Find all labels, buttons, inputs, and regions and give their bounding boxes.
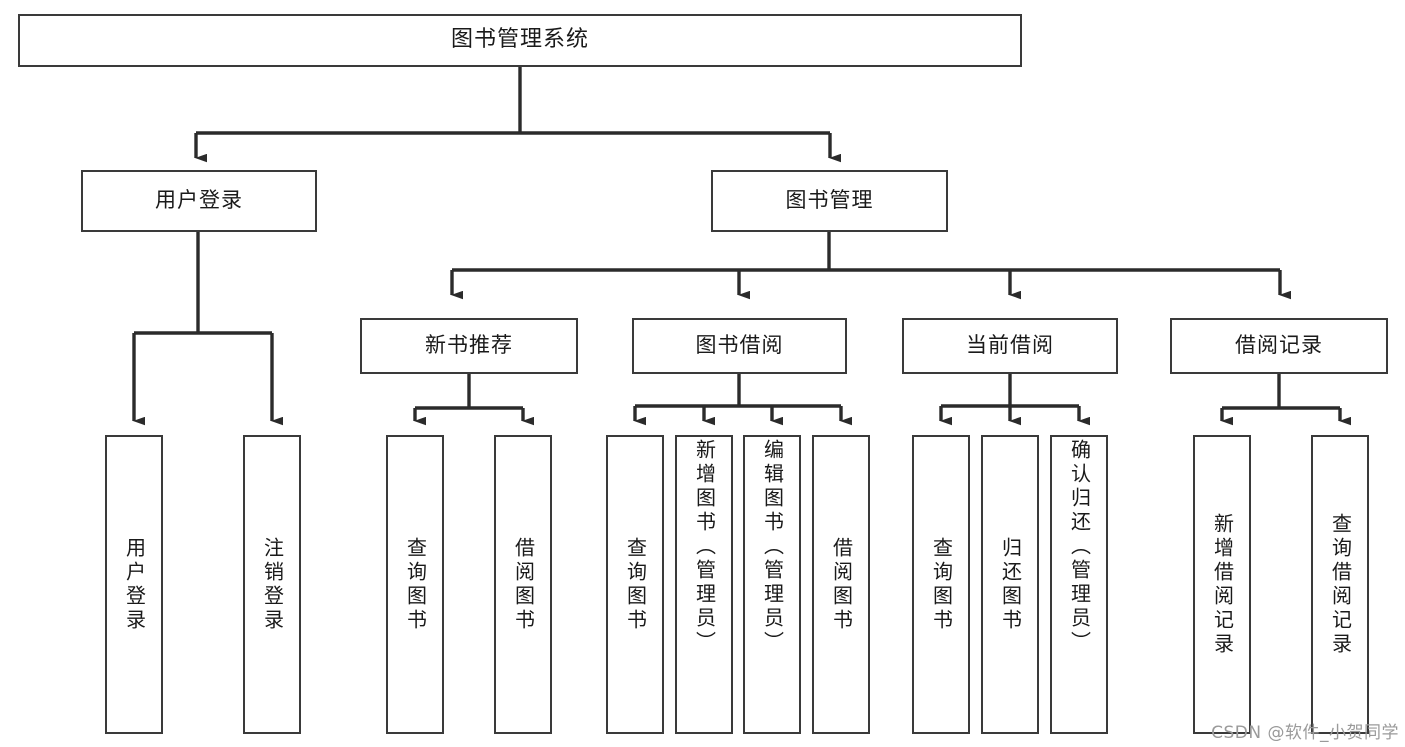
node-leaf-borrow-book-2[interactable]: 借阅图书 — [812, 435, 870, 734]
node-new-book-rec-label: 新书推荐 — [425, 333, 513, 358]
node-user-login[interactable]: 用户登录 — [81, 170, 317, 232]
node-borrow-record[interactable]: 借阅记录 — [1170, 318, 1388, 374]
node-book-manage-label: 图书管理 — [785, 188, 874, 213]
csdn-watermark: CSDN @软件_小贺同学 — [1211, 723, 1399, 743]
node-leaf-add-book[interactable]: 新增图书（管理员） — [675, 435, 733, 734]
node-leaf-user-logout-label: 注销登录 — [260, 536, 285, 633]
node-leaf-user-login-label: 用户登录 — [122, 536, 147, 633]
node-leaf-return-book[interactable]: 归还图书 — [981, 435, 1039, 734]
node-current-borrow-label: 当前借阅 — [966, 333, 1054, 358]
node-leaf-borrow-book-1[interactable]: 借阅图书 — [494, 435, 552, 734]
node-leaf-edit-book[interactable]: 编辑图书（管理员） — [743, 435, 801, 734]
node-leaf-add-book-label: 新增图书（管理员） — [692, 439, 717, 655]
node-leaf-add-record-label: 新增借阅记录 — [1210, 512, 1235, 657]
node-leaf-edit-book-label: 编辑图书（管理员） — [760, 439, 785, 655]
node-leaf-query-book-1-label: 查询图书 — [403, 536, 428, 633]
node-leaf-confirm-return-label: 确认归还（管理员） — [1067, 439, 1092, 655]
node-leaf-query-book-2[interactable]: 查询图书 — [606, 435, 664, 734]
node-leaf-query-record[interactable]: 查询借阅记录 — [1311, 435, 1369, 734]
node-leaf-user-login[interactable]: 用户登录 — [105, 435, 163, 734]
node-new-book-rec[interactable]: 新书推荐 — [360, 318, 578, 374]
node-leaf-query-book-1[interactable]: 查询图书 — [386, 435, 444, 734]
node-leaf-borrow-book-2-label: 借阅图书 — [829, 536, 854, 633]
node-leaf-query-record-label: 查询借阅记录 — [1328, 512, 1353, 657]
node-current-borrow[interactable]: 当前借阅 — [902, 318, 1118, 374]
node-leaf-return-book-label: 归还图书 — [998, 536, 1023, 633]
node-leaf-borrow-book-1-label: 借阅图书 — [511, 536, 536, 633]
node-book-borrow-label: 图书借阅 — [695, 333, 784, 358]
node-leaf-query-book-3[interactable]: 查询图书 — [912, 435, 970, 734]
node-leaf-user-logout[interactable]: 注销登录 — [243, 435, 301, 734]
node-user-login-label: 用户登录 — [155, 188, 243, 213]
node-leaf-add-record[interactable]: 新增借阅记录 — [1193, 435, 1251, 734]
node-borrow-record-label: 借阅记录 — [1235, 333, 1323, 358]
node-leaf-confirm-return[interactable]: 确认归还（管理员） — [1050, 435, 1108, 734]
node-book-manage[interactable]: 图书管理 — [711, 170, 948, 232]
node-book-borrow[interactable]: 图书借阅 — [632, 318, 847, 374]
node-leaf-query-book-3-label: 查询图书 — [929, 536, 954, 633]
node-root[interactable]: 图书管理系统 — [18, 14, 1022, 67]
node-root-label: 图书管理系统 — [450, 27, 589, 53]
node-leaf-query-book-2-label: 查询图书 — [623, 536, 648, 633]
